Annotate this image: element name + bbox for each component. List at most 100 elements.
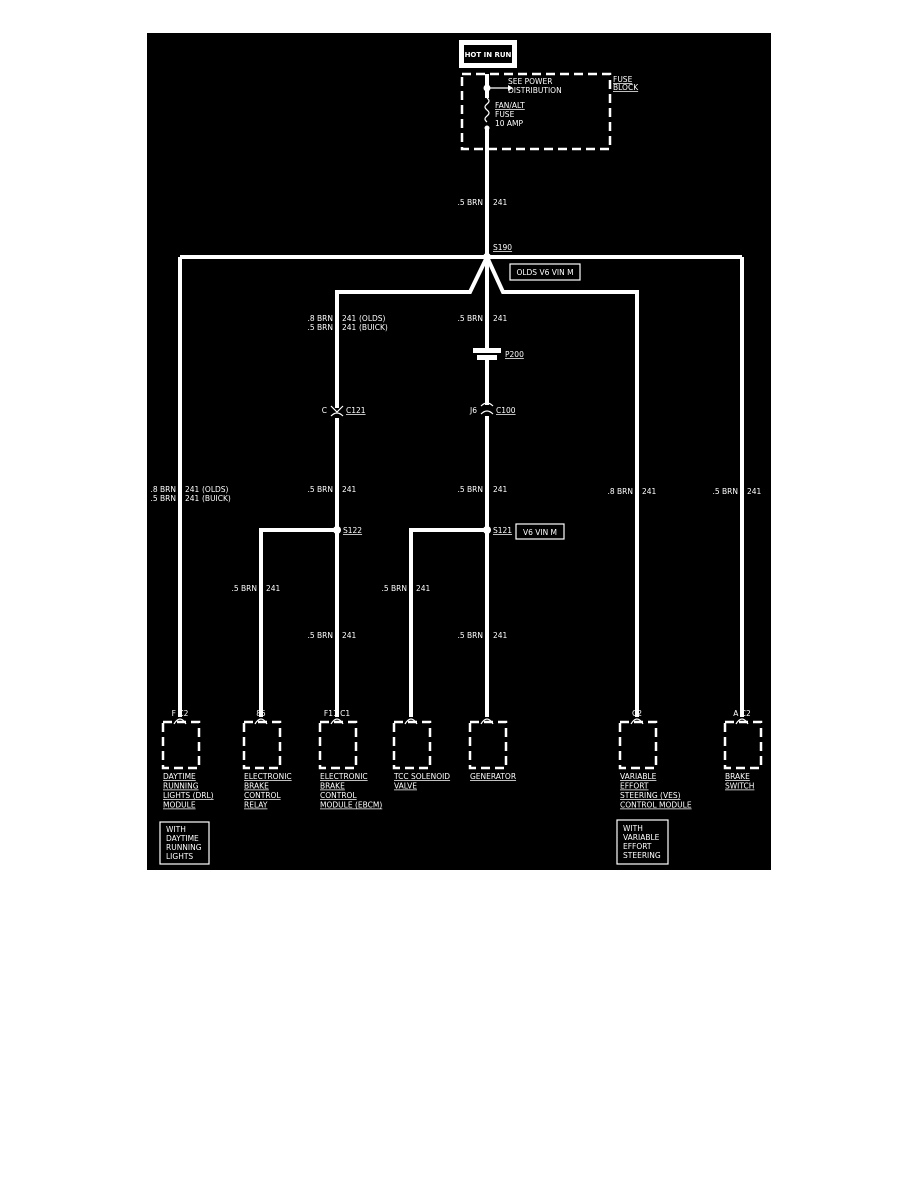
relay-wire (259, 528, 337, 717)
ves-size: .8 BRN (607, 487, 633, 496)
c100-down-size: .5 BRN (457, 485, 483, 494)
note-ves-2: VARIABLE (623, 833, 660, 842)
component-label-line: CONTROL MODULE (620, 801, 692, 810)
component-pin-label: 85 (256, 709, 266, 718)
drl-size-1: .8 BRN (150, 485, 176, 494)
component-label-line: MODULE (163, 801, 196, 810)
component-label-line: GENERATOR (470, 772, 516, 781)
note-ves-1: WITH (623, 824, 643, 833)
ebcm-size: .5 BRN (307, 631, 333, 640)
component-label-line: RUNNING (163, 782, 199, 791)
s190-label: S190 (493, 243, 512, 252)
component-label-line: BRAKE (320, 782, 345, 791)
component-label-line: BRAKE (244, 782, 269, 791)
fuse-name-1: FAN/ALT (495, 101, 525, 110)
component-label-line: TCC SOLENOID (393, 772, 450, 781)
ves-branch-wire (485, 256, 639, 717)
drl-note-1: (OLDS) (202, 485, 229, 494)
v6-vin-m-text: V6 VIN M (523, 528, 557, 537)
ebcm-circuit: 241 (342, 631, 357, 640)
relay-circuit: 241 (266, 584, 281, 593)
generator-size: .5 BRN (457, 631, 483, 640)
olds-v6-text: OLDS V6 VIN M (516, 268, 573, 277)
component-box (723, 720, 763, 770)
component-box (468, 720, 508, 770)
main-wire-size: .5 BRN (457, 198, 483, 207)
component-label-line: LIGHTS (DRL) (163, 791, 214, 800)
c100-down-circuit: 241 (493, 485, 508, 494)
v6-vin-m-box (515, 523, 565, 540)
component-box (392, 720, 432, 770)
component-pin-label: C2 (632, 709, 642, 718)
component-label-line: ELECTRONIC (320, 772, 368, 781)
component-label-line: ELECTRONIC (244, 772, 292, 781)
c100-label: C100 (496, 406, 516, 415)
note-drl-2: DAYTIME (166, 834, 199, 843)
component-box (242, 720, 282, 770)
center-branch-size: .5 BRN (457, 314, 483, 323)
c121-connector: C C121 (322, 405, 366, 417)
brake-size: .5 BRN (712, 487, 738, 496)
left-branch-note-1: (OLDS) (359, 314, 386, 323)
left-branch-size-1: .8 BRN (307, 314, 333, 323)
component-box (618, 720, 658, 770)
drl-size-2: .5 BRN (150, 494, 176, 503)
hot-in-run-text: HOT IN RUN (465, 51, 512, 59)
component-label-line: CONTROL (244, 791, 281, 800)
p200-label: P200 (505, 350, 524, 359)
component-label-line: CONTROL (320, 791, 357, 800)
drl-circuit-2: 241 (185, 494, 200, 503)
diagram-background (147, 33, 771, 870)
component-label-line: SWITCH (725, 782, 754, 791)
left-branch-size-2: .5 BRN (307, 323, 333, 332)
component-pin-label: A C2 (733, 709, 751, 718)
p200-connector: P200 (473, 348, 524, 360)
left-branch-circuit-2: 241 (342, 323, 357, 332)
component-box (318, 720, 358, 770)
drl-note-2: (BUICK) (202, 494, 231, 503)
generator-circuit: 241 (493, 631, 508, 640)
left-branch-wire (335, 256, 489, 408)
ves-circuit: 241 (642, 487, 657, 496)
c121-down-circuit: 241 (342, 485, 357, 494)
component-pin-label: F C2 (172, 709, 189, 718)
olds-v6-box (509, 263, 581, 281)
component-pin-label: F11 C1 (324, 709, 350, 718)
fuse-block-label-2: BLOCK (613, 83, 639, 92)
tcc-wire (409, 528, 487, 717)
main-wire-circuit: 241 (493, 198, 508, 207)
c100-connector: J6 C100 (469, 402, 516, 415)
tcc-circuit: 241 (416, 584, 431, 593)
tcc-size: .5 BRN (381, 584, 407, 593)
relay-size: .5 BRN (231, 584, 257, 593)
component-pin-label: E (409, 709, 414, 718)
component-label-line: VARIABLE (620, 772, 657, 781)
component-label-line: EFFORT (620, 782, 649, 791)
c121-pin: C (322, 406, 327, 415)
c121-down-size: .5 BRN (307, 485, 333, 494)
component-label-line: STEERING (VES) (620, 791, 681, 800)
component-label-line: DAYTIME (163, 772, 196, 781)
fuse-block: FUSE BLOCK SEE POWER DISTRIBUTION FAN/AL… (460, 72, 639, 151)
component-label-line: BRAKE (725, 772, 750, 781)
note-with-ves: WITH VARIABLE EFFORT STEERING (616, 819, 669, 865)
see-power-2: DISTRIBUTION (508, 86, 562, 95)
left-branch-circuit-1: 241 (342, 314, 357, 323)
component-label-line: RELAY (244, 801, 268, 810)
fuse-name-2: FUSE (495, 110, 515, 119)
note-drl-1: WITH (166, 825, 186, 834)
arrow-right-icon (508, 85, 513, 91)
brake-circuit: 241 (747, 487, 762, 496)
s122-splice-dot (333, 526, 341, 534)
center-branch-circuit: 241 (493, 314, 508, 323)
component-box (161, 720, 201, 770)
s121-label: S121 (493, 526, 512, 535)
component-label-line: VALVE (394, 782, 417, 791)
note-drl-3: RUNNING (166, 843, 202, 852)
